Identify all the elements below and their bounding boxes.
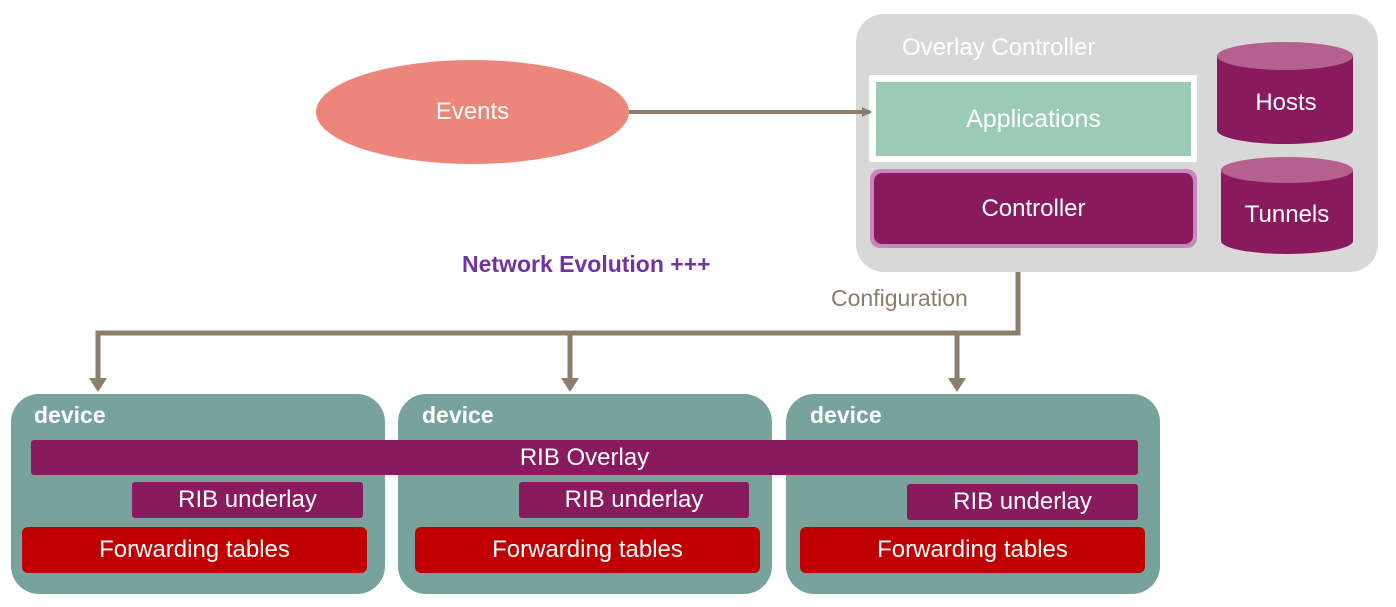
forwarding-tables-1: Forwarding tables	[22, 527, 367, 573]
tunnels-cylinder	[1221, 157, 1353, 254]
arrowhead-device-2	[561, 378, 579, 392]
forwarding-tables-3: Forwarding tables	[800, 527, 1145, 573]
device-label-3: device	[810, 402, 882, 428]
hosts-cylinder	[1217, 42, 1353, 144]
forwarding-tables-2: Forwarding tables	[415, 527, 760, 573]
rib-underlay-2: RIB underlay	[519, 482, 749, 518]
arrowhead-device-3	[948, 378, 966, 392]
configuration-label: Configuration	[831, 285, 968, 311]
controller-box: Controller	[874, 173, 1193, 244]
network-evolution-label: Network Evolution +++	[462, 251, 711, 277]
overlay-controller-title: Overlay Controller	[902, 34, 1096, 61]
configuration-arrows	[95, 272, 1021, 385]
device-label-1: device	[34, 402, 106, 428]
hosts-label: Hosts	[1255, 89, 1316, 116]
applications-box: Applications	[876, 82, 1191, 156]
events-ellipse: Events	[316, 60, 629, 164]
rib-overlay-bar: RIB Overlay	[31, 440, 1138, 475]
arrowhead-device-1	[89, 378, 107, 392]
rib-underlay-1: RIB underlay	[132, 482, 363, 518]
device-label-2: device	[422, 402, 494, 428]
rib-underlay-3: RIB underlay	[907, 484, 1138, 520]
tunnels-label: Tunnels	[1245, 201, 1330, 228]
